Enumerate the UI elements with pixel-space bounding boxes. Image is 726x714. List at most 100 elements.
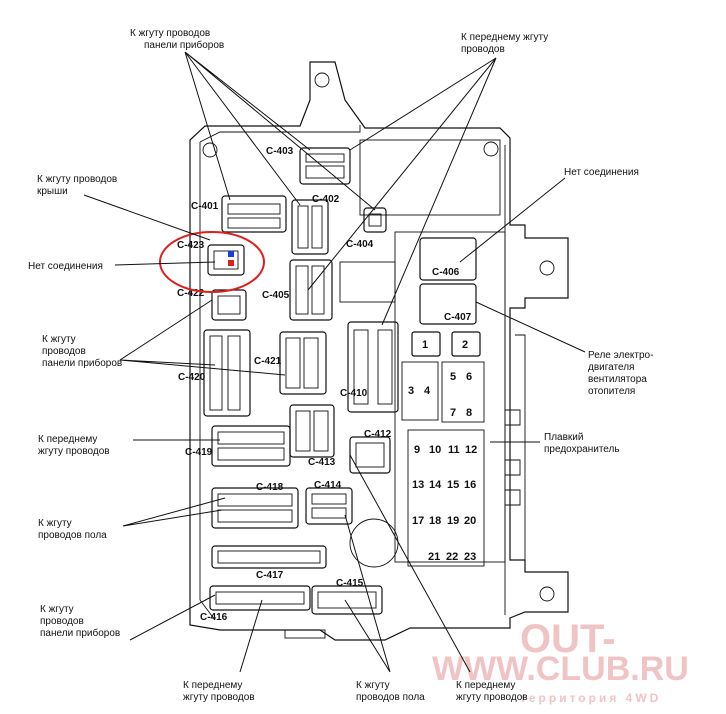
callout-front-bottom-right: К переднему жгуту проводов xyxy=(456,680,528,703)
connector-c401: C-401 xyxy=(191,195,287,233)
connector-label-c407: C-407 xyxy=(444,312,472,323)
connector-c415: C-415 xyxy=(311,578,383,615)
callout-text: вентилятора xyxy=(588,374,647,385)
watermark-line-1: OUT- xyxy=(520,617,616,661)
connector-c420: C-420 xyxy=(178,329,251,417)
fuse-label-9: 9 xyxy=(414,444,420,456)
callout-top-right: К переднему жгуту проводов xyxy=(461,32,548,55)
callout-no-connection-right: Нет соединения xyxy=(564,167,639,178)
fuse-label-17: 17 xyxy=(412,515,424,527)
fuse-label-10: 10 xyxy=(429,444,441,456)
connector-label-c412: C-412 xyxy=(364,429,392,440)
fuse-label-21: 21 xyxy=(428,551,440,563)
callout-text: К жгуту xyxy=(42,334,76,345)
callout-text: Реле электро- xyxy=(588,350,653,361)
fuse-label-13: 13 xyxy=(412,479,424,491)
connector-label-c418: C-418 xyxy=(256,482,284,493)
watermark: OUT- WWW.CLUB.RU территория 4WD xyxy=(432,617,689,705)
connector-c421: C-421 xyxy=(254,331,327,395)
fuse-label-4: 4 xyxy=(424,385,431,397)
callout-text: проводов xyxy=(461,44,505,55)
connector-label-c415: C-415 xyxy=(336,578,364,589)
callout-text: панели приборов xyxy=(42,357,122,369)
fuse-1 xyxy=(411,331,441,357)
connector-c403: C-403 xyxy=(266,146,351,185)
watermark-line-2: WWW.CLUB.RU xyxy=(432,650,689,688)
fuse-label-23: 23 xyxy=(464,551,476,563)
callout-top-left: К жгуту проводов панели приборов xyxy=(130,28,224,51)
callout-panel-bottom: К жгуту проводов панели приборов xyxy=(40,604,120,639)
callout-text: Плавкий xyxy=(544,432,583,443)
callout-text: К жгуту проводов xyxy=(37,174,117,185)
callout-front-left: К переднему жгуту проводов xyxy=(38,434,110,457)
watermark-line-3: территория 4WD xyxy=(520,691,661,705)
callout-text: К жгуту xyxy=(356,680,390,691)
blue-marker xyxy=(228,251,234,257)
callout-text: К жгуту xyxy=(40,604,74,615)
fuse-label-8: 8 xyxy=(466,407,472,419)
connector-c418: C-418 xyxy=(211,482,299,529)
callout-no-connection-left: Нет соединения xyxy=(28,261,103,272)
callout-text: К жгуту проводов xyxy=(130,28,210,39)
leader-lines xyxy=(83,51,586,673)
connector-label-c406: C-406 xyxy=(432,267,460,278)
callout-text: К переднему xyxy=(38,434,97,445)
callout-panel-left: К жгуту проводов панели приборов xyxy=(42,334,122,369)
connector-c405: C-405 xyxy=(262,259,333,321)
fuse-label-7: 7 xyxy=(450,407,456,419)
connector-c423: C-423 xyxy=(177,240,245,276)
connector-label-c410: C-410 xyxy=(340,388,368,399)
callout-text: проводов xyxy=(40,616,84,627)
connector-label-c413: C-413 xyxy=(308,457,336,468)
connector-label-c417: C-417 xyxy=(256,570,284,581)
fuse-label-5: 5 xyxy=(450,371,456,383)
callout-text: проводов xyxy=(42,346,86,357)
fuse-label-15: 15 xyxy=(447,479,459,491)
connector-label-c419: C-419 xyxy=(185,447,213,458)
callout-relay: Реле электро- двигателя вентилятора отоп… xyxy=(588,350,653,397)
callout-fuse: Плавкий предохранитель xyxy=(544,432,620,455)
callout-text: отопителя xyxy=(588,386,635,397)
connector-label-c403: C-403 xyxy=(266,146,294,157)
callout-text: проводов пола xyxy=(38,530,107,541)
connector-label-c421: C-421 xyxy=(254,356,282,367)
callout-text: К жгуту xyxy=(38,518,72,529)
callout-text: жгуту проводов xyxy=(183,692,255,703)
connector-c417: C-417 xyxy=(211,545,327,581)
fuse-label-18: 18 xyxy=(429,515,441,527)
connector-c416: C-416 xyxy=(200,585,311,623)
connector-c402: C-402 xyxy=(291,194,340,255)
connector-label-c420: C-420 xyxy=(178,372,206,383)
fuse-label-6: 6 xyxy=(466,371,472,383)
connector-label-c422: C-422 xyxy=(177,288,205,299)
fuse-label-12: 12 xyxy=(465,444,477,456)
callout-text: проводов пола xyxy=(356,692,425,703)
fuse-box-housing xyxy=(189,61,569,641)
connector-c413: C-413 xyxy=(289,404,336,468)
connector-label-c416: C-416 xyxy=(200,612,228,623)
connector-label-c405: C-405 xyxy=(262,290,290,301)
callout-text: панели приборов xyxy=(144,39,224,51)
callout-text: панели приборов xyxy=(40,627,120,639)
callout-floor-bottom: К жгуту проводов пола xyxy=(356,680,425,703)
relay-c407: C-407 xyxy=(419,283,477,325)
fuse-label-19: 19 xyxy=(447,515,459,527)
connector-c419: C-419 xyxy=(185,425,291,467)
callout-text: К переднему xyxy=(456,680,515,691)
highlight-circle xyxy=(159,231,265,293)
connector-label-c402: C-402 xyxy=(312,194,340,205)
connector-label-c401: C-401 xyxy=(191,201,219,212)
callout-text: предохранитель xyxy=(544,444,620,455)
fuse-label-22: 22 xyxy=(446,551,458,563)
relay-c406: C-406 xyxy=(419,237,477,281)
connector-label-c423: C-423 xyxy=(177,240,205,251)
callout-text: К переднему xyxy=(183,680,242,691)
fuse-label-1: 1 xyxy=(422,339,428,351)
callout-front-bottom: К переднему жгуту проводов xyxy=(183,680,255,703)
connector-c414: C-414 xyxy=(305,480,353,525)
callout-text: К переднему жгуту xyxy=(461,32,548,43)
red-marker xyxy=(228,260,234,266)
callout-roof: К жгуту проводов крыши xyxy=(37,174,117,197)
callout-text: двигателя xyxy=(588,362,634,373)
